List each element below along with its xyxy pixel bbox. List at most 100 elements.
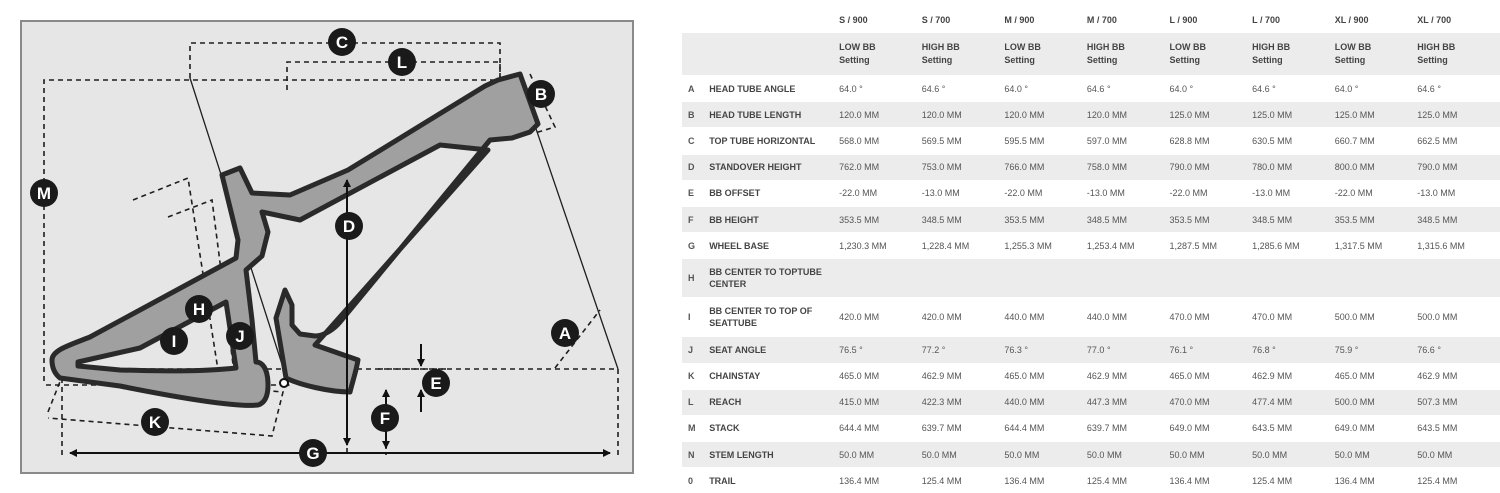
row-value: 477.4 MM — [1252, 389, 1335, 415]
label-h: H — [193, 300, 205, 319]
geometry-table: S / 900 S / 700 M / 900 M / 700 L / 900 … — [682, 6, 1500, 493]
row-key: C — [682, 128, 709, 154]
row-value: 125.4 MM — [1252, 468, 1335, 493]
row-value: 76.5 ° — [839, 337, 922, 363]
row-value: 125.4 MM — [1417, 468, 1500, 493]
row-value: 595.5 MM — [1004, 128, 1087, 154]
row-value: 628.8 MM — [1170, 128, 1253, 154]
row-parameter: CHAINSTAY — [709, 363, 839, 389]
row-value: 348.5 MM — [922, 206, 1005, 232]
row-value: 120.0 MM — [922, 102, 1005, 128]
row-value: 500.0 MM — [1335, 389, 1418, 415]
size-header: XL / 700 — [1417, 6, 1500, 33]
row-value: 470.0 MM — [1170, 298, 1253, 337]
row-value: 64.6 ° — [922, 76, 1005, 102]
row-value: -22.0 MM — [1335, 180, 1418, 206]
row-value: 462.9 MM — [1087, 363, 1170, 389]
row-value: 76.1 ° — [1170, 337, 1253, 363]
corner-cell — [709, 33, 839, 76]
row-key: E — [682, 180, 709, 206]
row-key: J — [682, 337, 709, 363]
bb-setting-line: Setting — [1417, 54, 1500, 67]
row-parameter: HEAD TUBE LENGTH — [709, 102, 839, 128]
row-value: -13.0 MM — [1252, 180, 1335, 206]
row-value: 120.0 MM — [1004, 102, 1087, 128]
row-value: 500.0 MM — [1335, 298, 1418, 337]
row-parameter: BB HEIGHT — [709, 206, 839, 232]
row-value: 662.5 MM — [1417, 128, 1500, 154]
label-marker-e: E — [422, 369, 450, 397]
label-m: M — [37, 184, 51, 203]
bb-setting-line: Setting — [839, 54, 922, 67]
row-value: 440.0 MM — [1004, 298, 1087, 337]
row-key: B — [682, 102, 709, 128]
row-value: 753.0 MM — [922, 154, 1005, 180]
row-value: 462.9 MM — [922, 363, 1005, 389]
row-value: 1,230.3 MM — [839, 233, 922, 259]
label-c: C — [336, 33, 348, 52]
row-parameter: STEM LENGTH — [709, 442, 839, 468]
bb-setting-line: HIGH BB — [1252, 41, 1335, 54]
row-value: 50.0 MM — [1087, 442, 1170, 468]
bb-setting-line: LOW BB — [1004, 41, 1087, 54]
row-value — [1087, 259, 1170, 298]
row-value: 1,317.5 MM — [1335, 233, 1418, 259]
row-value — [1004, 259, 1087, 298]
row-value: 507.3 MM — [1417, 389, 1500, 415]
label-k: K — [149, 413, 162, 432]
label-marker-l: L — [388, 48, 416, 76]
label-l: L — [397, 53, 407, 72]
label-d: D — [343, 217, 355, 236]
row-value: 125.0 MM — [1417, 102, 1500, 128]
row-value: 136.4 MM — [1004, 468, 1087, 493]
row-value: 422.3 MM — [922, 389, 1005, 415]
row-value: 1,285.6 MM — [1252, 233, 1335, 259]
geometry-diagram: A B C D E F G H I J K L M — [0, 0, 640, 487]
row-value: 500.0 MM — [1417, 298, 1500, 337]
bb-setting-line: Setting — [1004, 54, 1087, 67]
row-value: 50.0 MM — [1004, 442, 1087, 468]
row-value: 420.0 MM — [839, 298, 922, 337]
row-value — [1252, 259, 1335, 298]
row-key: 0 — [682, 468, 709, 493]
row-value: 125.0 MM — [1335, 102, 1418, 128]
row-value: 649.0 MM — [1335, 415, 1418, 441]
row-value: -22.0 MM — [1004, 180, 1087, 206]
row-value: 120.0 MM — [1087, 102, 1170, 128]
row-value: 353.5 MM — [1335, 206, 1418, 232]
label-marker-h: H — [185, 295, 213, 323]
size-header: L / 900 — [1170, 6, 1253, 33]
row-parameter: TOP TUBE HORIZONTAL — [709, 128, 839, 154]
row-key: I — [682, 298, 709, 337]
row-value — [1417, 259, 1500, 298]
label-marker-k: K — [141, 408, 169, 436]
row-value: 639.7 MM — [922, 415, 1005, 441]
row-value: 64.0 ° — [839, 76, 922, 102]
label-marker-c: C — [328, 28, 356, 56]
row-value: 465.0 MM — [1004, 363, 1087, 389]
bb-setting-line: Setting — [1335, 54, 1418, 67]
bb-setting-line: LOW BB — [1170, 41, 1253, 54]
row-value: 125.0 MM — [1170, 102, 1253, 128]
label-marker-j: J — [226, 322, 254, 350]
row-value: 790.0 MM — [1417, 154, 1500, 180]
label-g: G — [306, 444, 319, 463]
bb-setting-line: Setting — [1170, 54, 1253, 67]
row-parameter: TRAIL — [709, 468, 839, 493]
corner-cell — [682, 33, 709, 76]
row-key: F — [682, 206, 709, 232]
bb-setting-line: LOW BB — [839, 41, 922, 54]
row-value: -22.0 MM — [1170, 180, 1253, 206]
row-key: L — [682, 389, 709, 415]
row-value: 1,287.5 MM — [1170, 233, 1253, 259]
row-value — [922, 259, 1005, 298]
row-value: 440.0 MM — [1087, 298, 1170, 337]
row-value: 758.0 MM — [1087, 154, 1170, 180]
